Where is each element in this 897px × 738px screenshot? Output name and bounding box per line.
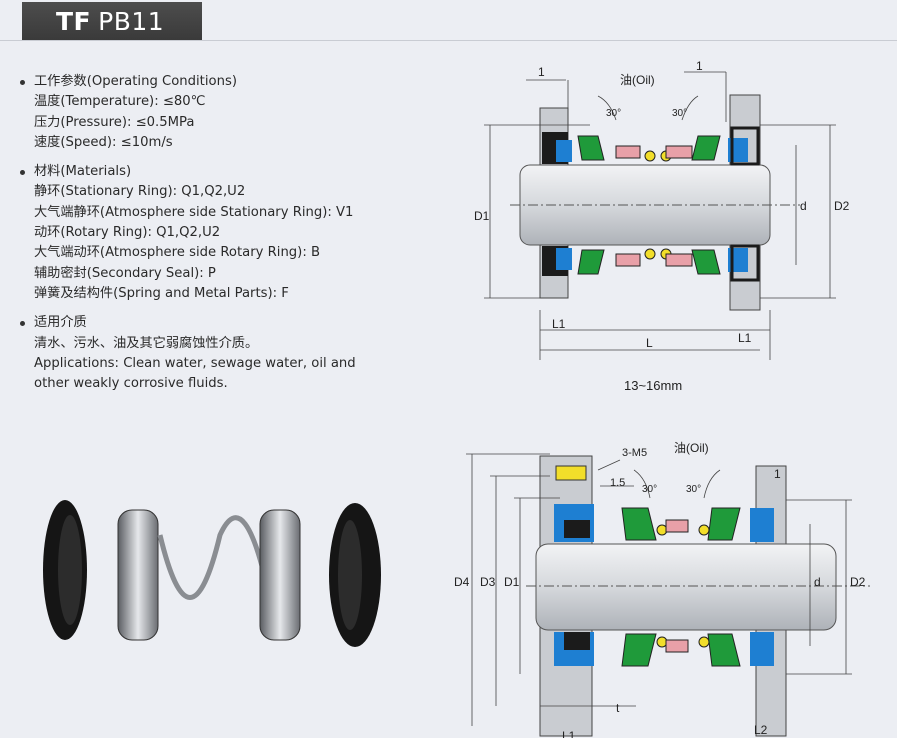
- diagram-caption: 13~16mm: [624, 378, 682, 393]
- applicable-media: 适用介质 清水、污水、油及其它弱腐蚀性介质。 Applications: Cle…: [20, 313, 460, 394]
- spec-line: 辅助密封(Secondary Seal): P: [34, 265, 216, 281]
- materials: 材料(Materials) 静环(Stationary Ring): Q1,Q2…: [20, 162, 460, 304]
- spec-line: 大气端静环(Atmosphere side Stationary Ring): …: [34, 204, 354, 220]
- angle-label: 30°: [686, 484, 701, 495]
- spec-list: 工作参数(Operating Conditions) 温度(Temperatur…: [20, 72, 460, 403]
- dim-d: d: [814, 575, 821, 589]
- seal-upper: [542, 126, 760, 166]
- seal-drawing-top: 1 1 油(Oil) 30° 30° D1 d D2 L1 L L1 13~16…: [474, 60, 850, 393]
- dim-t: t: [616, 701, 620, 715]
- dim-L1-right: L1: [738, 331, 752, 345]
- operating-conditions: 工作参数(Operating Conditions) 温度(Temperatur…: [20, 72, 460, 153]
- spec-line: 动环(Rotary Ring): Q1,Q2,U2: [34, 225, 221, 241]
- dim-D1: D1: [504, 575, 520, 589]
- model-label: PB11: [98, 6, 165, 36]
- product-title: TF PB11: [22, 2, 202, 40]
- dim-label: 1: [696, 60, 703, 73]
- section-heading: 材料(Materials): [34, 164, 132, 180]
- screw: [555, 465, 587, 481]
- oil-label: 油(Oil): [674, 441, 709, 455]
- angle-label: 30°: [672, 108, 687, 119]
- dim-d: d: [800, 199, 807, 213]
- dim-label: 1.5: [610, 477, 625, 489]
- dim-L2: L2: [754, 723, 768, 737]
- dim-D2: D2: [834, 199, 850, 213]
- shaft: [535, 543, 837, 631]
- spec-line: 静环(Stationary Ring): Q1,Q2,U2: [34, 184, 246, 200]
- brand-label: TF: [56, 6, 92, 36]
- seal-upper: [554, 504, 774, 542]
- dim-D3: D3: [480, 575, 496, 589]
- spec-line: 弹簧及结构件(Spring and Metal Parts): F: [34, 285, 289, 301]
- dim-L: L: [646, 336, 653, 350]
- section-heading: 工作参数(Operating Conditions): [34, 74, 237, 89]
- dim-L1: L1: [562, 729, 576, 738]
- applications-text: Applications: Clean water, sewage water,…: [34, 355, 356, 392]
- dim-label: 1: [538, 65, 545, 79]
- dim-D1: D1: [474, 209, 490, 223]
- section-heading: 适用介质: [34, 315, 87, 331]
- dim-L1-left: L1: [552, 317, 566, 331]
- angle-label: 30°: [606, 108, 621, 119]
- spring: [157, 515, 273, 601]
- spec-line: 大气端动环(Atmosphere side Rotary Ring): B: [34, 245, 321, 261]
- dim-label: 1: [774, 467, 781, 481]
- title-divider: [0, 40, 897, 41]
- angle-label: 30°: [642, 484, 657, 495]
- spec-line: 压力(Pressure): ≤0.5MPa: [34, 114, 195, 130]
- spec-line: 温度(Temperature): ≤80℃: [34, 94, 206, 110]
- rotary-ring-right: [259, 509, 301, 641]
- oil-label: 油(Oil): [620, 73, 655, 87]
- seal-lower: [542, 244, 760, 282]
- seal-photo: [43, 500, 381, 647]
- spec-line: 速度(Speed): ≤10m/s: [34, 134, 173, 150]
- media-line: 清水、污水、油及其它弱腐蚀性介质。: [34, 335, 259, 351]
- seal-drawing-bottom: 3-M5 油(Oil) 1.5 30° 30° 1 D4 D3 D1 d D2 …: [454, 441, 870, 738]
- bullet-icon: [20, 169, 25, 175]
- screw-label: 3-M5: [622, 447, 647, 459]
- dim-D2: D2: [850, 575, 866, 589]
- bullet-icon: [20, 320, 25, 326]
- seal-lower: [554, 632, 774, 667]
- dim-D4: D4: [454, 575, 470, 589]
- bullet-icon: [20, 79, 25, 85]
- stationary-ring-left: [117, 509, 159, 641]
